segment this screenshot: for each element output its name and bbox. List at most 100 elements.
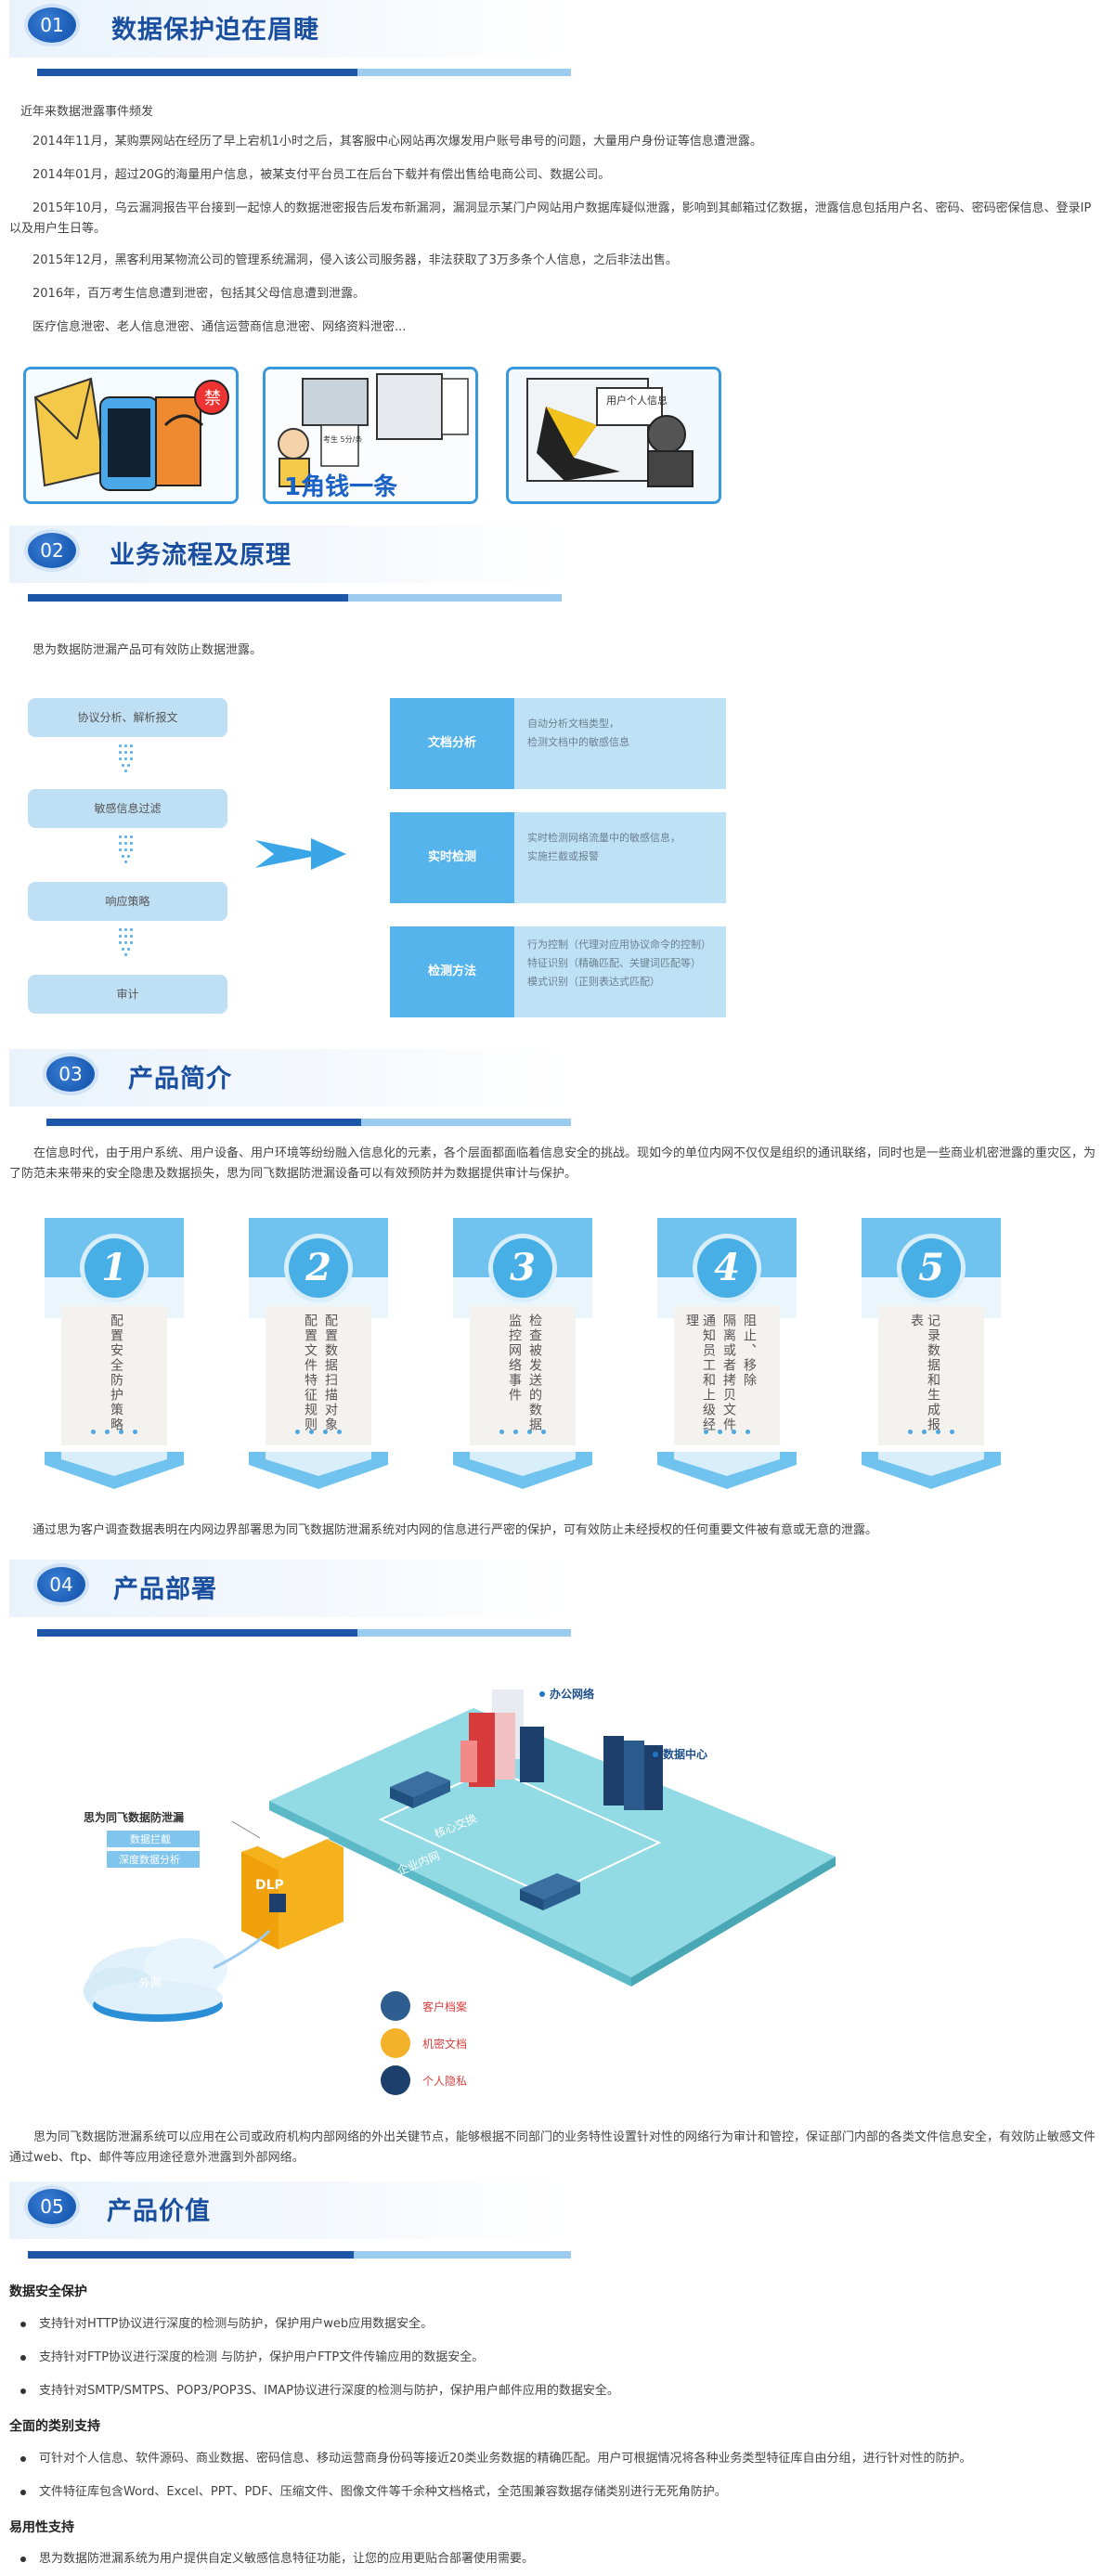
s1-event: 2014年01月，超过20G的海量用户信息，被某支付平台员工在后台下载并有偿出售… bbox=[32, 168, 611, 182]
product-label: 思为同飞数据防泄漏 bbox=[84, 1810, 184, 1824]
card-text: 隔离或者拷贝文件 bbox=[721, 1314, 736, 1432]
feature-line: 模式识别（正则表达式匹配） bbox=[527, 976, 660, 988]
s1-event: 2014年11月，某购票网站在经历了早上宕机1小时之后，其客服中心网站再次爆发用… bbox=[32, 135, 762, 149]
price-caption: 1角钱一条 bbox=[284, 472, 398, 501]
group-title: 易用性支持 bbox=[9, 2520, 74, 2535]
flow-step-response: 响应策略 bbox=[28, 882, 227, 921]
feature-line: 实施拦截或报警 bbox=[527, 850, 599, 862]
step-number: 5 bbox=[901, 1238, 961, 1298]
card-body: 配置安全防护策略 bbox=[61, 1306, 167, 1445]
section-number: 05 bbox=[28, 2189, 76, 2224]
section-header-01: 01 数据保护迫在眉睫 bbox=[9, 0, 571, 76]
step-number: 3 bbox=[493, 1238, 552, 1298]
legend-customer-file: 客户档案 bbox=[422, 2000, 468, 2013]
s1-event: 医疗信息泄密、老人信息泄密、通信运营商信息泄密、网络资料泄密... bbox=[32, 320, 407, 334]
small-note: 考生 5分/条 bbox=[323, 434, 362, 444]
step-card: 2 配置数据扫描对象配置文件特征规则 bbox=[249, 1218, 388, 1489]
feature-detect-methods: 检测方法 行为控制（代理对应用协议命令的控制） 特征识别（精确匹配、关键词匹配等… bbox=[390, 926, 726, 1017]
section-underline bbox=[37, 69, 571, 76]
card-text: 配置安全防护策略 bbox=[109, 1314, 123, 1432]
section-number: 03 bbox=[46, 1056, 95, 1092]
illustration-selling-data: 考生 5分/条 1角钱一条 bbox=[263, 367, 478, 504]
header-background bbox=[9, 0, 566, 58]
server-rack-icon bbox=[603, 1736, 663, 1810]
feature-desc: 实时检测网络流量中的敏感信息， 实施拦截或报警 bbox=[514, 812, 726, 903]
section-title: 数据保护迫在眉睫 bbox=[111, 16, 319, 45]
list-item: 支持针对FTP协议进行深度的检测 与防护，保护用户FTP文件传输应用的数据安全。 bbox=[20, 2349, 1097, 2367]
list-item: 文件特征库包含Word、Excel、PPT、PDF、压缩文件、图像文件等千余种文… bbox=[20, 2483, 1097, 2502]
s1-event: 2016年，百万考生信息遭到泄密，包括其父母信息遭到泄露。 bbox=[32, 287, 366, 301]
legend-privacy: 个人隐私 bbox=[422, 2075, 468, 2088]
group-title: 全面的类别支持 bbox=[9, 2419, 100, 2434]
feature-name: 实时检测 bbox=[390, 812, 514, 903]
flow-step-parse: 协议分析、解析报文 bbox=[28, 698, 227, 737]
section-number: 02 bbox=[28, 533, 76, 568]
feature-desc: 自动分析文档类型， 检测文档中的敏感信息 bbox=[514, 698, 726, 789]
feature-name: 文档分析 bbox=[390, 698, 514, 789]
s1-event: 2015年10月，乌云漏洞报告平台接到一起惊人的数据泄密报告后发布新漏洞，漏洞显… bbox=[9, 201, 1092, 236]
step-number: 2 bbox=[289, 1238, 348, 1298]
card-body: 记录数据和生成报表 bbox=[878, 1306, 984, 1445]
step-number: 4 bbox=[697, 1238, 757, 1298]
switch-icon bbox=[390, 1771, 450, 1808]
personal-info-label: 用户个人信息 bbox=[606, 394, 668, 407]
card-chevron-icon bbox=[45, 1452, 184, 1489]
customer-file-icon bbox=[381, 1991, 410, 2021]
tag-deep-analysis: 深度数据分析 bbox=[119, 1853, 180, 1866]
cloud-icon bbox=[84, 1938, 227, 2022]
card-text: 配置文件特征规则 bbox=[303, 1314, 318, 1432]
deployment-diagram: 核心交换 企业内网 办公网络 数据中心 bbox=[84, 1652, 854, 2089]
header-background bbox=[9, 2181, 566, 2239]
dots-icon bbox=[61, 1424, 167, 1438]
lock-icon bbox=[381, 2028, 410, 2058]
card-text: 通知员工和上级经理 bbox=[684, 1314, 716, 1432]
section-underline bbox=[46, 1119, 571, 1126]
switch-icon bbox=[520, 1873, 580, 1910]
section-underline bbox=[28, 594, 562, 602]
s3-outro: 通过思为客户调查数据表明在内网边界部署思为同飞数据防泄漏系统对内网的信息进行严密… bbox=[32, 1523, 878, 1537]
feature-line: 实时检测网络流量中的敏感信息， bbox=[527, 832, 681, 844]
card-chevron-icon bbox=[249, 1452, 388, 1489]
feature-line: 检测文档中的敏感信息 bbox=[527, 736, 629, 748]
header-background bbox=[9, 1049, 566, 1107]
feature-line: 特征识别（精确匹配、关键词匹配等） bbox=[527, 957, 701, 969]
list-item: 支持针对SMTP/SMTPS、POP3/POP3S、IMAP协议进行深度的检测与… bbox=[20, 2382, 1097, 2401]
dlp-label: DLP bbox=[255, 1878, 284, 1893]
illustration-phone-leak: 禁 bbox=[23, 367, 239, 504]
step-card: 3 检查被发送的数据监控网络事件 bbox=[453, 1218, 592, 1489]
section-title: 业务流程及原理 bbox=[110, 541, 292, 570]
step-card: 1 配置安全防护策略 bbox=[45, 1218, 184, 1489]
dots-icon bbox=[266, 1424, 371, 1438]
s2-intro: 思为数据防泄漏产品可有效防止数据泄露。 bbox=[32, 643, 263, 657]
datacenter-label: 数据中心 bbox=[663, 1747, 707, 1761]
section-header-05: 05 产品价值 bbox=[9, 2181, 571, 2259]
header-background bbox=[9, 525, 566, 583]
dlp-folder-icon bbox=[241, 1824, 344, 1949]
tag-intercept: 数据拦截 bbox=[130, 1832, 171, 1845]
card-chevron-icon bbox=[453, 1452, 592, 1489]
feature-line: 自动分析文档类型， bbox=[527, 718, 619, 730]
step-number: 1 bbox=[84, 1238, 144, 1298]
flow-connector bbox=[115, 928, 137, 958]
card-text: 阻止、移除 bbox=[742, 1314, 757, 1388]
card-text: 配置数据扫描对象 bbox=[323, 1314, 338, 1432]
flow-connector bbox=[115, 835, 137, 865]
section-underline bbox=[28, 2251, 571, 2259]
section-title: 产品简介 bbox=[128, 1065, 232, 1094]
office-network-label: 办公网络 bbox=[550, 1687, 594, 1701]
header-background bbox=[9, 1560, 566, 1617]
feature-document-analysis: 文档分析 自动分析文档类型， 检测文档中的敏感信息 bbox=[390, 698, 726, 789]
step-card: 4 阻止、移除隔离或者拷贝文件通知员工和上级经理 bbox=[657, 1218, 797, 1489]
card-body: 阻止、移除隔离或者拷贝文件通知员工和上级经理 bbox=[674, 1306, 780, 1445]
section-header-04: 04 产品部署 bbox=[9, 1560, 571, 1637]
office-building-icon bbox=[460, 1689, 544, 1787]
ban-badge-text: 禁 bbox=[204, 389, 221, 408]
arrow-right-icon bbox=[255, 838, 346, 870]
card-body: 检查被发送的数据监控网络事件 bbox=[470, 1306, 576, 1445]
list-item: 支持针对HTTP协议进行深度的检测与防护，保护用户web应用数据安全。 bbox=[20, 2315, 1097, 2334]
flow-step-audit: 审计 bbox=[28, 975, 227, 1014]
id-card-icon bbox=[381, 2065, 410, 2095]
section-title: 产品部署 bbox=[113, 1575, 217, 1604]
section-number: 04 bbox=[37, 1567, 85, 1602]
list-item: 思为数据防泄漏系统为用户提供自定义敏感信息特征功能，让您的应用更贴合部署使用需要… bbox=[20, 2550, 1097, 2569]
